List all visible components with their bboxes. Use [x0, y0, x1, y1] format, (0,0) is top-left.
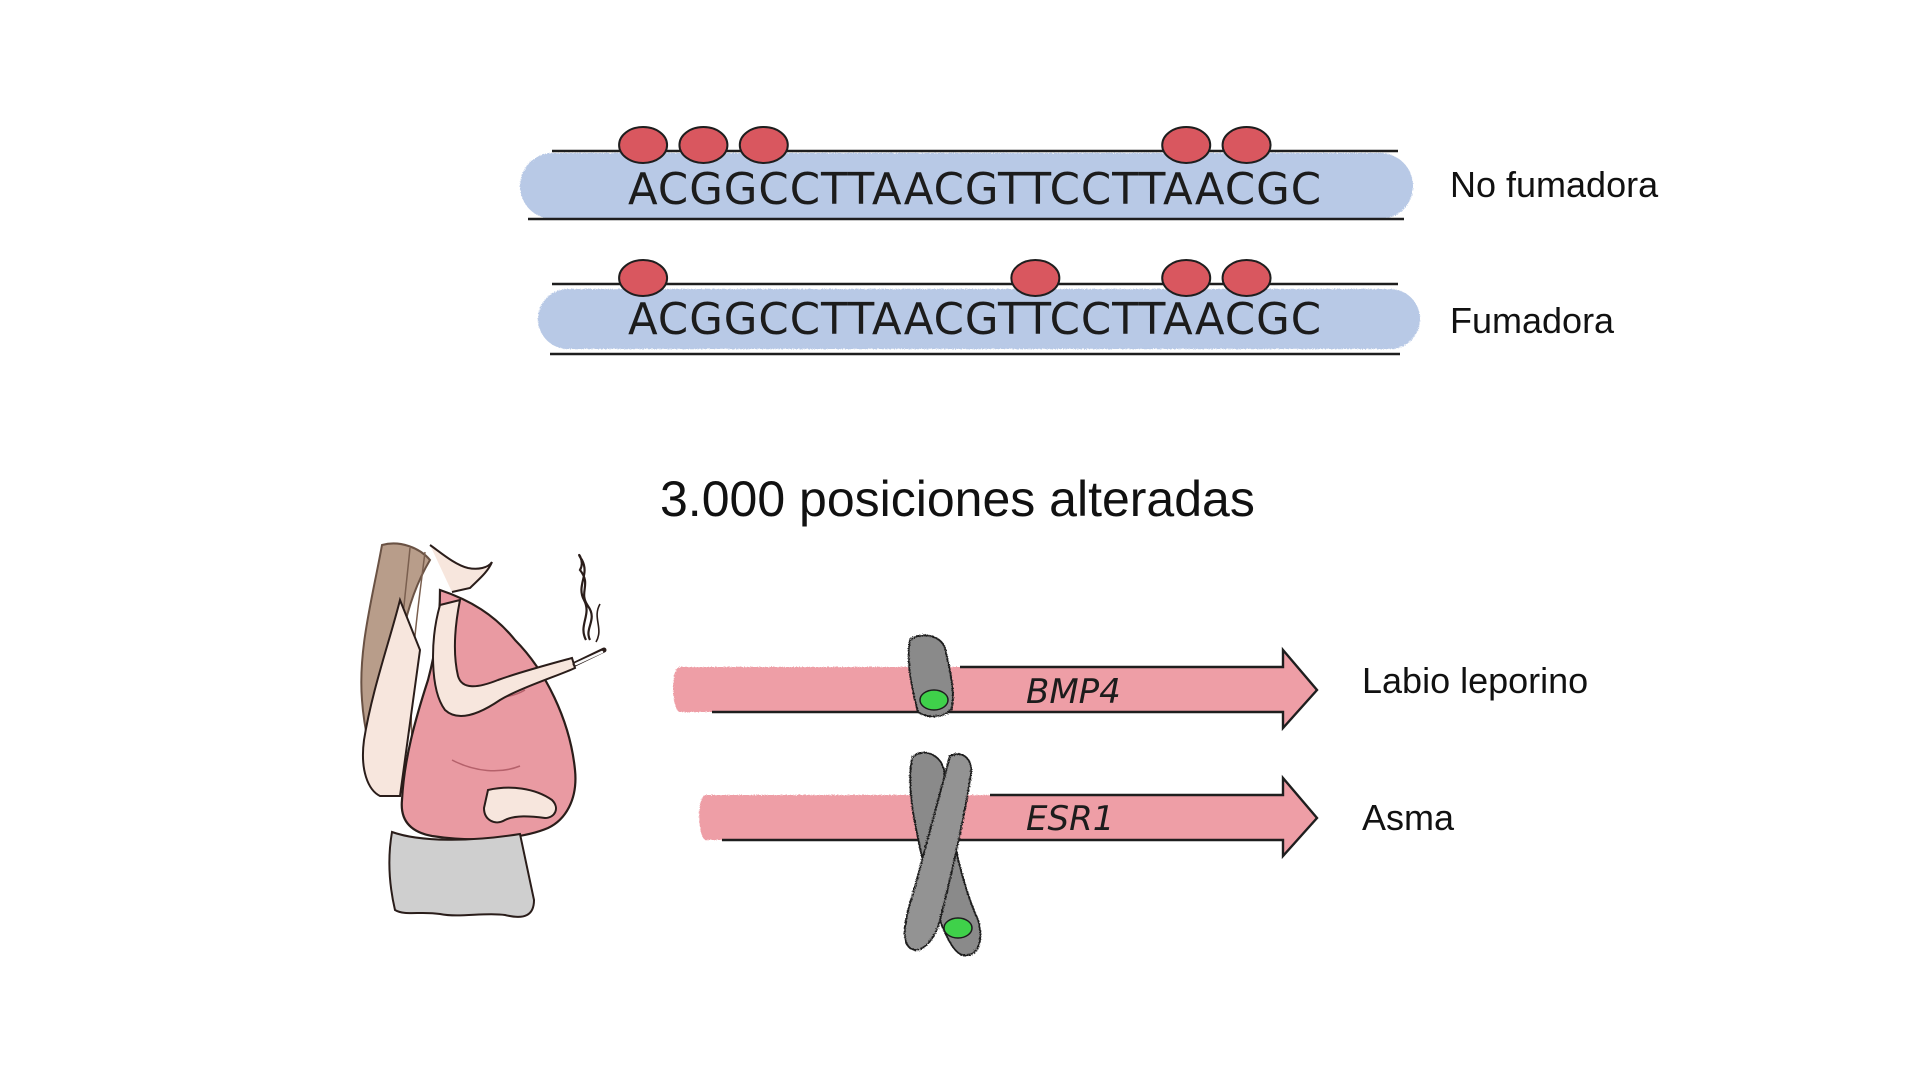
- pregnant-smoking-woman-illustration: [360, 542, 607, 918]
- disease-label-bmp4: Labio leporino: [1362, 660, 1589, 701]
- methyl-mark: [1010, 259, 1061, 297]
- methyl-mark: [738, 126, 789, 164]
- row-label-nonsmoker: No fumadora: [1450, 164, 1659, 205]
- gene-name: BMP4: [1026, 672, 1121, 712]
- skin: [362, 596, 422, 797]
- arrow-outline: [722, 774, 1319, 860]
- methyl-mark: [618, 259, 669, 297]
- methyl-mark: [1161, 126, 1212, 164]
- gene-arrow-esr1: ESR1: [699, 751, 1319, 957]
- arrow-body: [699, 778, 1317, 856]
- cigarette-smoke-icon: [578, 553, 593, 641]
- row-label-smoker: Fumadora: [1450, 300, 1615, 341]
- dna-band: [538, 289, 1420, 349]
- dna-sequence: ACGGCCTTAACGTTCCTTAACGC: [628, 164, 1322, 215]
- skirt: [388, 830, 536, 918]
- hand: [482, 786, 557, 824]
- gene-arrow-bmp4: BMP4: [673, 634, 1319, 732]
- arrow-outline: [712, 646, 1319, 732]
- dna-row-nonsmoker: ACGGCCTTAACGTTCCTTAACGC: [520, 126, 1413, 221]
- chromosome-icon: [903, 751, 982, 957]
- green-mark: [919, 689, 949, 711]
- methyl-marks: [618, 126, 1272, 164]
- arm: [432, 598, 577, 718]
- arrow-body: [673, 650, 1317, 728]
- gene-name: ESR1: [1026, 799, 1114, 839]
- dna-row-smoker: ACGGCCTTAACGTTCCTTAACGC: [538, 259, 1420, 356]
- dna-sequence: ACGGCCTTAACGTTCCTTAACGC: [628, 294, 1322, 345]
- chromosome-icon: [907, 634, 954, 718]
- disease-label-esr1: Asma: [1362, 797, 1455, 838]
- dna-band: [520, 153, 1413, 219]
- methyl-marks: [618, 259, 1272, 297]
- methyl-mark: [618, 126, 669, 164]
- methyl-mark: [1161, 259, 1212, 297]
- methyl-mark: [1221, 259, 1272, 297]
- methyl-mark: [1221, 126, 1272, 164]
- headline: 3.000 posiciones alteradas: [660, 471, 1255, 527]
- face-outline: [429, 544, 493, 593]
- methyl-mark: [678, 126, 729, 164]
- green-mark: [943, 917, 973, 939]
